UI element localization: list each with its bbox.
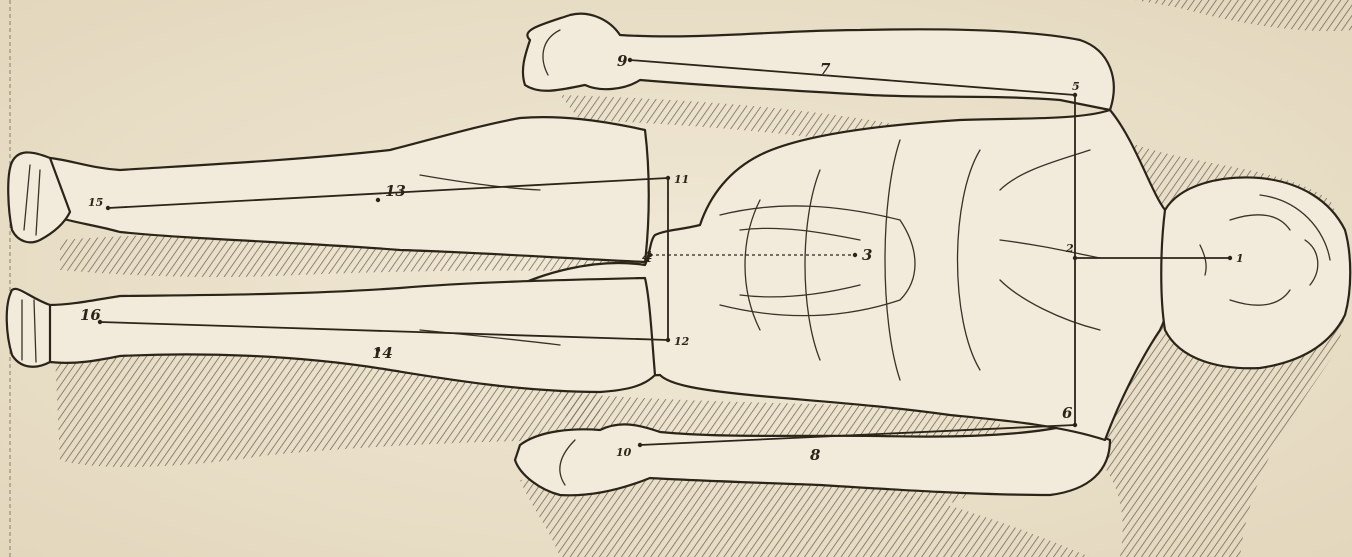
label-point-12: 12	[674, 335, 690, 348]
label-point-8: 8	[810, 446, 821, 464]
label-point-11: 11	[674, 173, 689, 186]
label-point-13: 13	[385, 182, 406, 200]
head	[1161, 177, 1350, 368]
label-point-9: 9	[617, 52, 628, 70]
label-point-16: 16	[80, 306, 101, 324]
label-point-2: 2	[1065, 242, 1074, 255]
label-point-4: 4	[642, 248, 652, 266]
label-point-6: 6	[1062, 404, 1073, 422]
label-point-7: 7	[820, 60, 831, 78]
label-point-3: 3	[862, 246, 872, 264]
label-point-1: 1	[1236, 252, 1244, 265]
label-point-10: 10	[616, 446, 632, 459]
label-point-5: 5	[1072, 80, 1080, 93]
label-point-14: 14	[372, 344, 393, 362]
label-point-15: 15	[88, 196, 103, 209]
